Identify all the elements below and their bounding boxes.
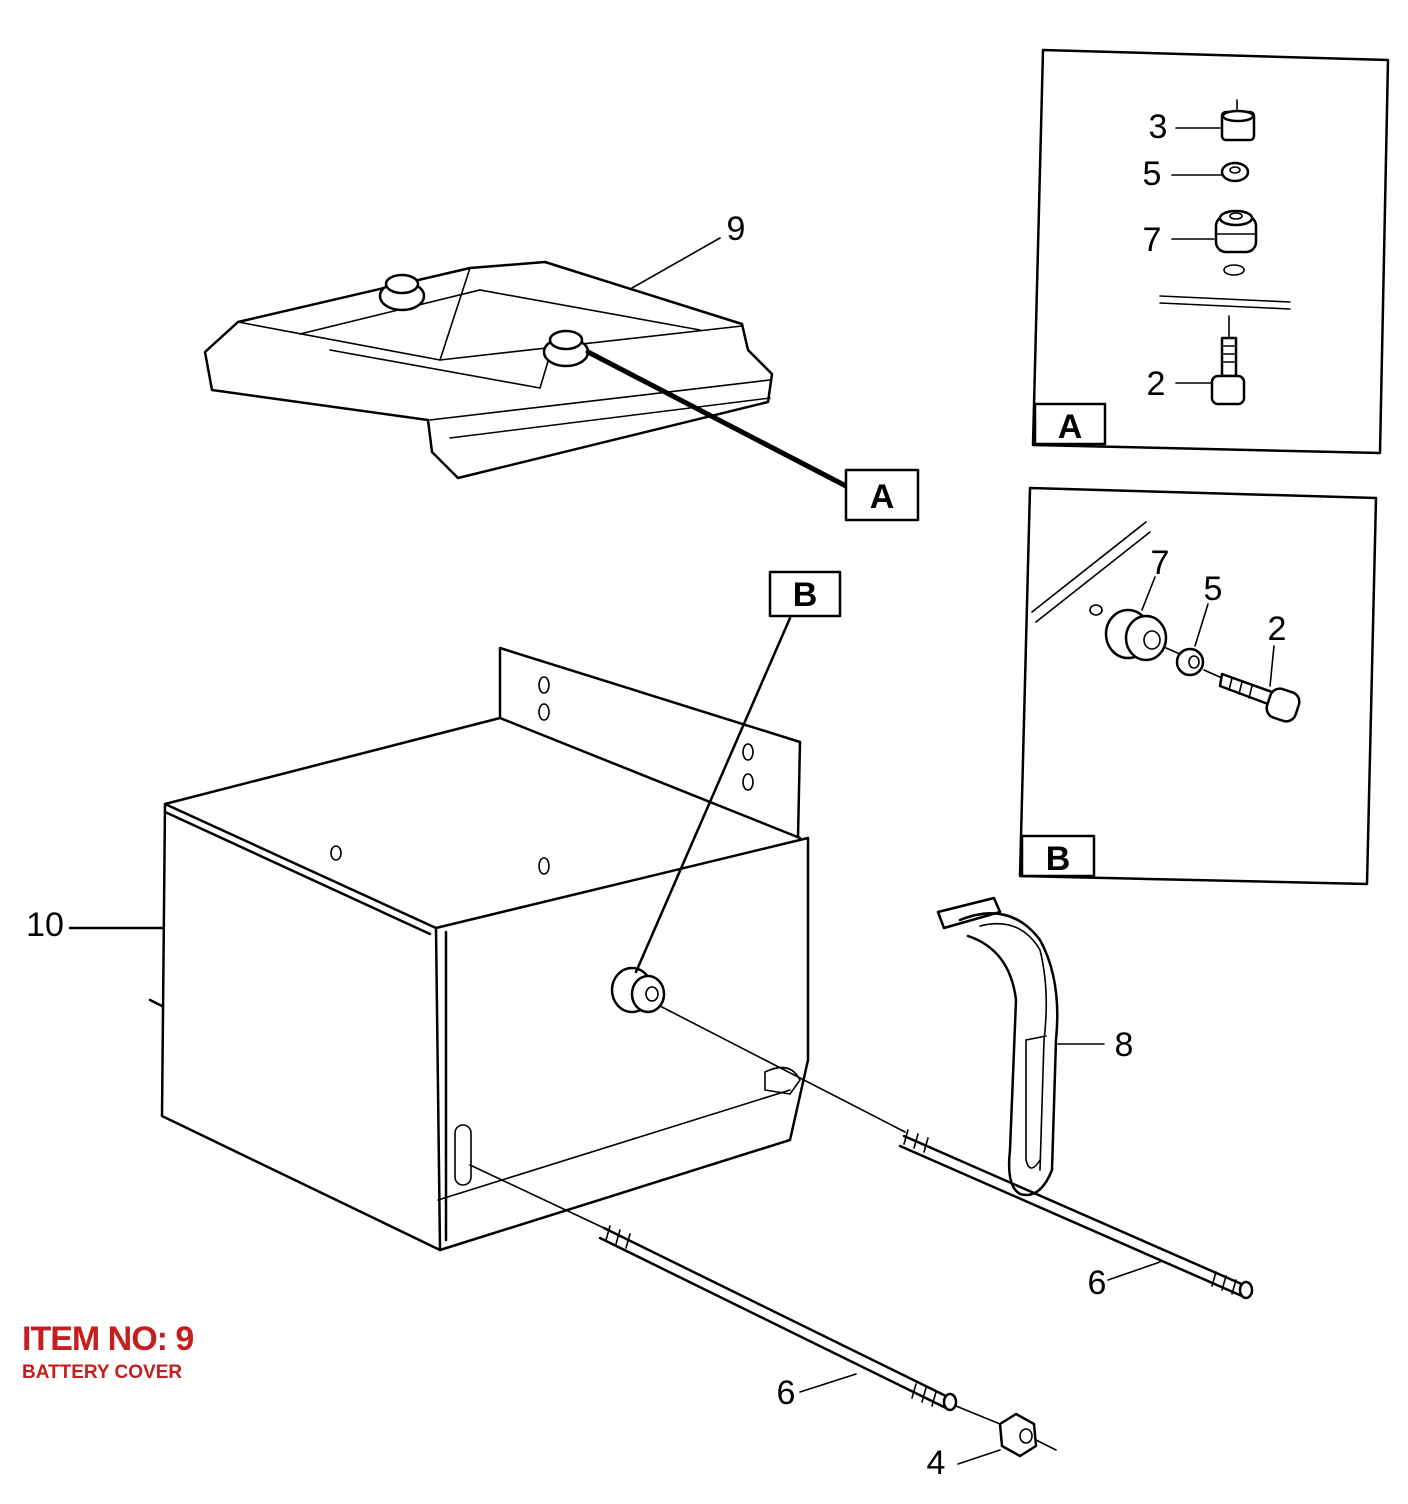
callout-rod-left-6: 6 [777, 1374, 796, 1412]
callout-nut-4: 4 [927, 1444, 946, 1482]
callout-a-2: 2 [1147, 365, 1166, 403]
detail-a-panel: A [1031, 48, 1390, 455]
detail-a-label: A [1058, 408, 1083, 446]
callout-b-7: 7 [1151, 544, 1170, 582]
callout-box-10: 10 [26, 906, 64, 944]
battery-cover-part-9: 9 [203, 210, 774, 480]
callout-a-5: 5 [1143, 155, 1162, 193]
callout-cover-9: 9 [727, 210, 746, 248]
callout-a-3: 3 [1149, 108, 1168, 146]
main-label-a-box: A [844, 468, 920, 522]
bolt-b-part-2 [1218, 672, 1301, 723]
callout-strap-8: 8 [1115, 1026, 1134, 1064]
callout-a-7: 7 [1143, 221, 1162, 259]
battery-box-part-10: 10 [26, 646, 810, 1252]
main-label-a: A [870, 478, 895, 516]
washer-part-5 [1220, 161, 1250, 183]
main-label-b: B [793, 576, 818, 614]
nut-part-3 [1220, 99, 1256, 142]
callout-b-5: 5 [1204, 570, 1223, 608]
main-label-b-box: B [768, 570, 842, 618]
detail-b-panel: B 7 5 2 [1018, 486, 1378, 886]
tie-rod-right-part-6: 6 [659, 1005, 1254, 1302]
grommet-part-7 [1214, 209, 1258, 276]
grommet-b-part-7 [1089, 604, 1168, 662]
item-number-title: ITEM NO: 9 [22, 1320, 194, 1358]
nut-part-4: 4 [927, 1405, 1057, 1482]
tie-rod-left-part-6: 6 [469, 1164, 958, 1412]
washer-b-part-5 [1175, 647, 1205, 677]
detail-b-label-box [1020, 834, 1096, 878]
callout-rod-right-6: 6 [1088, 1264, 1107, 1302]
detail-a-label-box [1033, 402, 1107, 446]
hold-down-strap-part-8: 8 [936, 896, 1134, 1197]
callout-b-2: 2 [1268, 610, 1287, 648]
bolt-part-2 [1210, 315, 1246, 406]
item-description: BATTERY COVER [22, 1362, 183, 1383]
detail-b-label: B [1046, 840, 1071, 878]
